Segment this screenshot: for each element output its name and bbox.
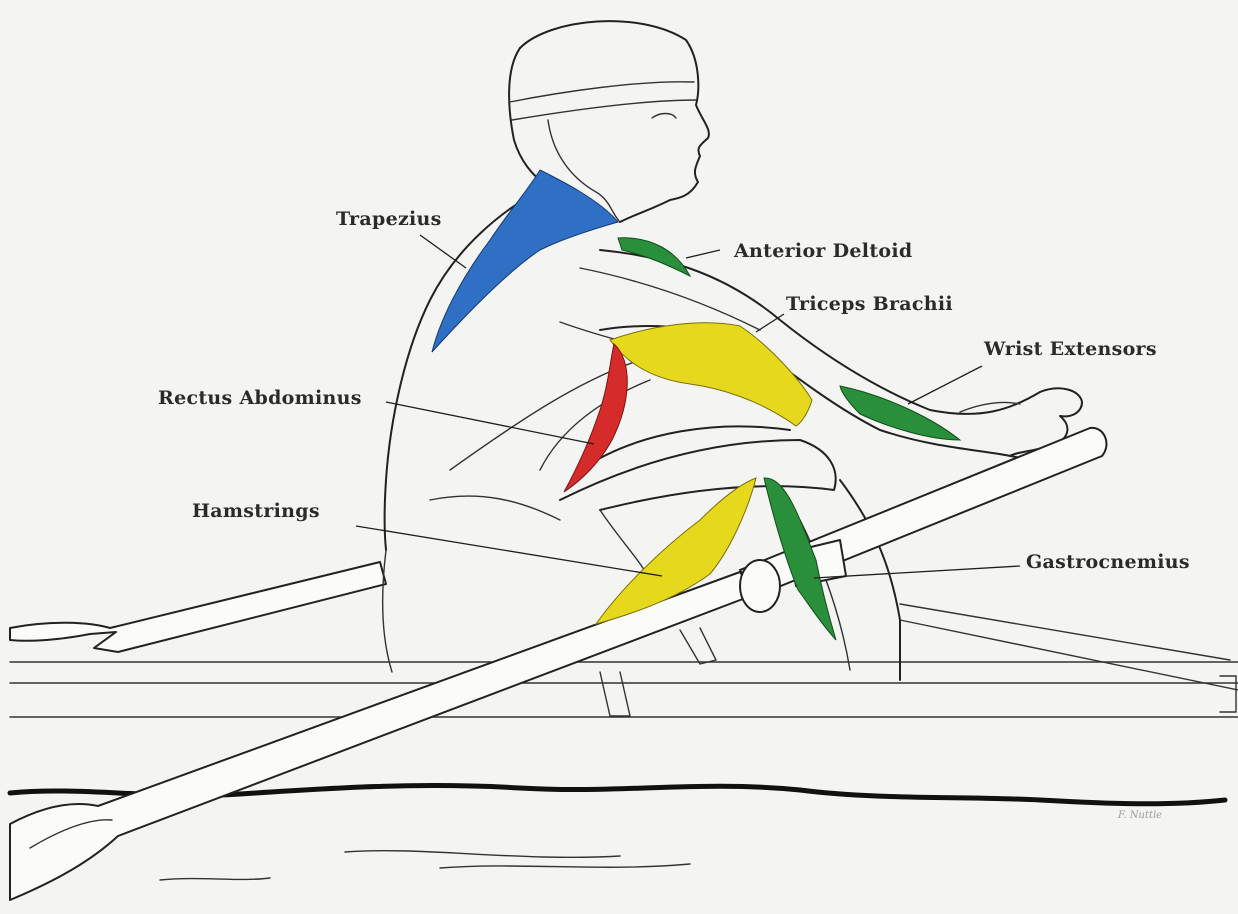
label-anterior-deltoid: Anterior Deltoid [733, 240, 912, 262]
label-trapezius: Trapezius [336, 208, 442, 230]
label-gastrocnemius: Gastrocnemius [1026, 551, 1190, 573]
label-hamstrings: Hamstrings [192, 500, 320, 522]
artist-signature: F. Nuttle [1117, 810, 1162, 821]
label-rectus-abdominus: Rectus Abdominus [158, 387, 362, 409]
label-wrist-extensors: Wrist Extensors [983, 338, 1157, 360]
label-triceps-brachii: Triceps Brachii [786, 293, 953, 315]
